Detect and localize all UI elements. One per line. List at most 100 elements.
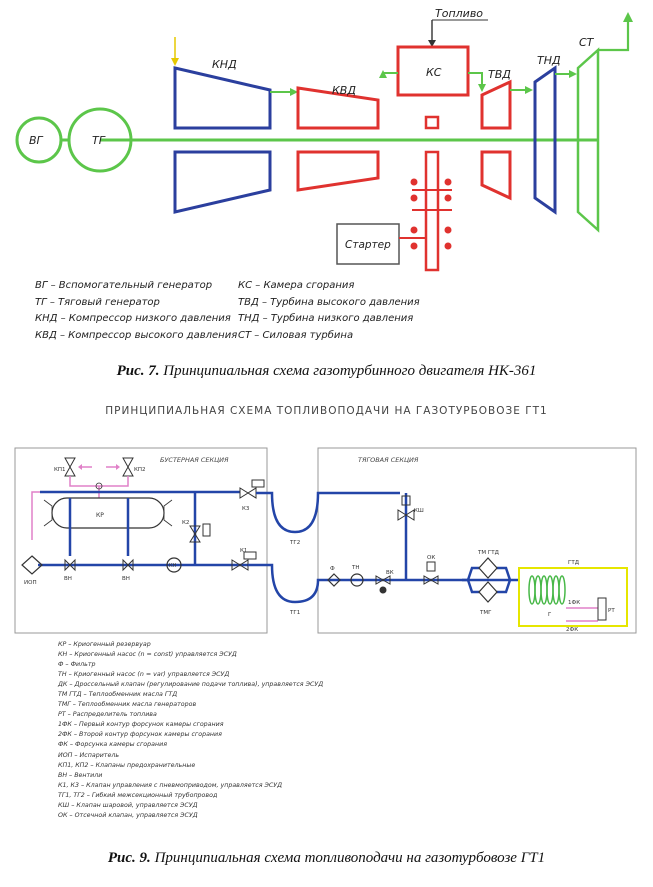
hp-compressor-top [296, 86, 380, 130]
hp-compressor-bottom [296, 150, 380, 192]
ks-label: КС [426, 66, 442, 79]
figure1-legend-left: ВГ – Вспомогательный генератор ТГ – Тяго… [35, 278, 237, 344]
legend-item: ФК – Форсунка камеры сгорания [58, 741, 168, 749]
svg-text:ВН: ВН [64, 576, 72, 582]
flex-pipe-tg1 [248, 563, 520, 604]
combustor-coil [528, 575, 566, 605]
legend-item: К1, К3 – Клапан управления с пневмоприво… [58, 781, 283, 789]
traction-section-label: ТЯГОВАЯ СЕКЦИЯ [358, 456, 419, 464]
vn-valve-1: ВН [64, 558, 76, 582]
legend-item: ТНД – Турбина низкого давления [238, 313, 414, 324]
figure-1-engine-diagram: Топливо ВГ ТГ СТ КНД КВД КС ТВД ТНД [0, 0, 653, 360]
hp-turbine-bottom [480, 150, 512, 201]
legend-item: ТМ ГТД – Теплообменник масла ГТД [58, 691, 178, 699]
legend-item: Ф – Фильтр [58, 661, 96, 669]
iop-label: ИОП [24, 580, 37, 586]
knd-label: КНД [212, 58, 237, 71]
flex-pipe-tg2 [256, 491, 400, 534]
exhaust-duct [598, 15, 630, 52]
kp1-label: КП1 [54, 467, 66, 473]
legend-item: КШ – Клапан шаровой, управляется ЭСУД [58, 801, 198, 809]
traction-pump [350, 573, 364, 587]
cryogenic-pump [166, 557, 182, 573]
legend-item: ИОП – Испаритель [58, 751, 120, 759]
exhaust-arrow-icon [623, 12, 633, 22]
figure1-legend-right: КС – Камера сгорания ТВД – Турбина высок… [238, 278, 420, 344]
air-inlet-arrow-icon [171, 58, 179, 66]
figure2-caption-text: Принципиальная схема топливоподачи на га… [154, 850, 546, 866]
figure2-legend: КР – Криогенный резервуар КН – Криогенны… [58, 640, 323, 821]
lp-turbine [533, 65, 557, 215]
tg-label: ТГ [92, 134, 106, 147]
oil-exchanger-gen [478, 581, 498, 603]
legend-item: КВД – Компрессор высокого давления [35, 329, 238, 341]
legend-item: ТГ1, ТГ2 – Гибкий межсекционный трубопро… [58, 791, 218, 799]
vaporizer [21, 555, 43, 575]
legend-item: КН – Криогенный насос (n = const) управл… [58, 651, 237, 659]
legend-item: ВГ – Вспомогательный генератор [35, 280, 213, 291]
fuel-label: Топливо [435, 7, 483, 20]
figure1-caption: Рис. 7. Принципиальная схема газотурбинн… [0, 363, 653, 380]
svg-text:ВН: ВН [122, 576, 130, 582]
tg1-label: ТГ1 [289, 610, 300, 616]
fuel-schematic: БУСТЕРНАЯ СЕКЦИЯ ТЯГОВАЯ СЕКЦИЯ КП1 КП2 … [14, 447, 637, 634]
legend-item: ДК – Дроссельный клапан (регулирование п… [58, 681, 324, 689]
lp-compressor-top [173, 66, 272, 130]
kvd-label: КВД [332, 84, 356, 97]
kr-label: КР [96, 512, 104, 519]
legend-item: КС – Камера сгорания [238, 280, 355, 291]
figure2-caption: Рис. 9. Принципиальная схема топливопода… [0, 850, 653, 867]
legend-item: РТ – Распределитель топлива [58, 711, 157, 719]
legend-item: ТМГ – Теплообменник масла генераторов [58, 701, 197, 709]
traction-section-frame [317, 447, 637, 634]
kn-label: КН [169, 563, 177, 569]
ok-label: ОК [427, 555, 435, 561]
fuel-distributor [597, 597, 607, 621]
tvd-label: ТВД [488, 68, 511, 81]
f1k-label: 1ФК [568, 600, 580, 606]
vk-label: ВК [386, 570, 394, 576]
booster-section-frame [14, 447, 268, 634]
legend-item: 2ФК – Второй контур форсунок камеры сгор… [58, 731, 222, 739]
booster-section-label: БУСТЕРНАЯ СЕКЦИЯ [160, 456, 229, 464]
legend-item: СТ – Силовая турбина [238, 329, 354, 341]
fuel-arrow-icon [428, 40, 436, 47]
oil-exchanger-gtd [478, 557, 498, 579]
gtd-box [518, 567, 628, 627]
k2-label: К2 [182, 520, 189, 526]
tnd-label: ТНД [537, 54, 561, 67]
ksh-label: КШ [414, 508, 424, 514]
figure2-caption-number: Рис. 9. [107, 850, 151, 866]
legend-item: 1ФК – Первый контур форсунок камеры сгор… [58, 721, 224, 729]
tmgtd-label: ТМ ГТД [477, 550, 500, 556]
tn-label: ТН [351, 565, 360, 571]
vent-line [69, 476, 129, 487]
vg-label: ВГ [29, 134, 44, 147]
hp-turbine-top [480, 79, 512, 130]
legend-item: КНД – Компрессор низкого давления [35, 313, 231, 324]
legend-item: КП1, КП2 – Клапаны предохранительные [58, 761, 196, 769]
figure2-title: ПРИНЦИПИАЛЬНАЯ СХЕМА ТОПЛИВОПОДАЧИ НА ГА… [105, 405, 548, 417]
engine-schematic: Топливо ВГ ТГ СТ КНД КВД КС ТВД ТНД [15, 7, 633, 272]
legend-item: ОК – Отсечной клапан, управляется ЭСУД [58, 811, 198, 819]
k3-label: К3 [242, 506, 250, 512]
tmg-label: ТМГ [479, 610, 492, 616]
tg2-label: ТГ2 [289, 540, 300, 546]
legend-item: ВН – Вентили [58, 771, 103, 779]
figure1-caption-text: Принципиальная схема газотурбинного двиг… [163, 363, 537, 379]
figure1-caption-number: Рис. 7. [116, 363, 160, 379]
starter-label: Стартер [345, 239, 391, 251]
legend-item: КР – Криогенный резервуар [58, 641, 151, 648]
gtd-label: ГТД [568, 560, 580, 566]
st-label: СТ [579, 36, 595, 49]
figure-2-fuel-diagram: БУСТЕРНАЯ СЕКЦИЯ ТЯГОВАЯ СЕКЦИЯ КП1 КП2 … [0, 440, 653, 640]
filter [327, 573, 341, 587]
starter [336, 223, 400, 265]
f2k-label: 2ФК [566, 627, 578, 633]
g-label: Г [548, 612, 552, 618]
combustion-chamber [396, 45, 470, 97]
rt-label: РТ [608, 608, 615, 614]
k1-label: К1 [240, 548, 247, 554]
vn-valve-2: ВН [122, 558, 134, 582]
f-label: Ф [330, 566, 335, 572]
